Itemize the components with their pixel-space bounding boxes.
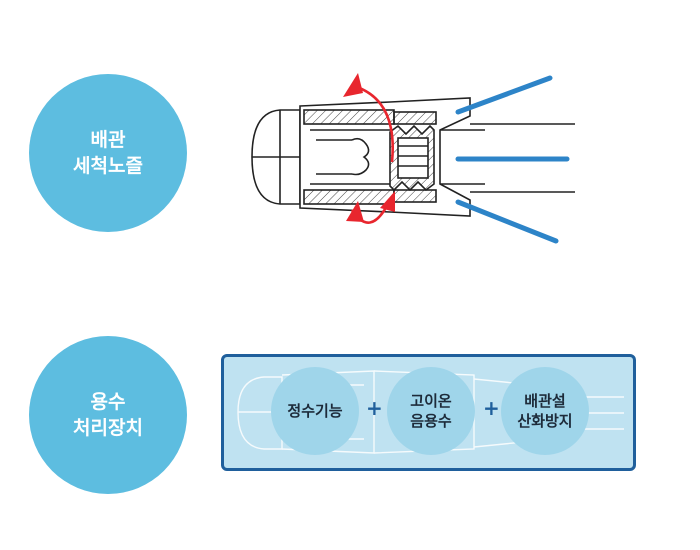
treatment-label-line1: 용수 — [90, 391, 126, 413]
nozzle-label-line1: 배관 — [90, 129, 126, 151]
plus-sign: + — [366, 396, 383, 420]
feature-1-line1: 정수기능 — [287, 402, 343, 420]
treatment-label-line2: 처리장치 — [73, 417, 143, 439]
nozzle-diagram — [251, 73, 575, 244]
feature-2-line1: 고이온 — [410, 392, 452, 410]
water-spray-icon — [455, 75, 570, 244]
treatment-panel: 정수기능 + 고이온 음용수 + 배관설 산화방지 — [221, 354, 636, 471]
feature-3-line2: 산화방지 — [517, 412, 573, 430]
nozzle-label-circle: 배관 세척노즐 — [29, 74, 187, 232]
feature-2-line2: 음용수 — [410, 412, 452, 430]
feature-bubble-water-purification: 정수기능 — [271, 367, 359, 455]
plus-sign: + — [483, 396, 500, 420]
nozzle-label-line2: 세척노즐 — [73, 155, 143, 177]
feature-bubble-pipe-anti-oxidation: 배관설 산화방지 — [501, 367, 589, 455]
feature-bubble-high-ion-water: 고이온 음용수 — [387, 367, 475, 455]
treatment-label-circle: 용수 처리장치 — [29, 336, 187, 494]
feature-3-line1: 배관설 — [524, 392, 566, 410]
